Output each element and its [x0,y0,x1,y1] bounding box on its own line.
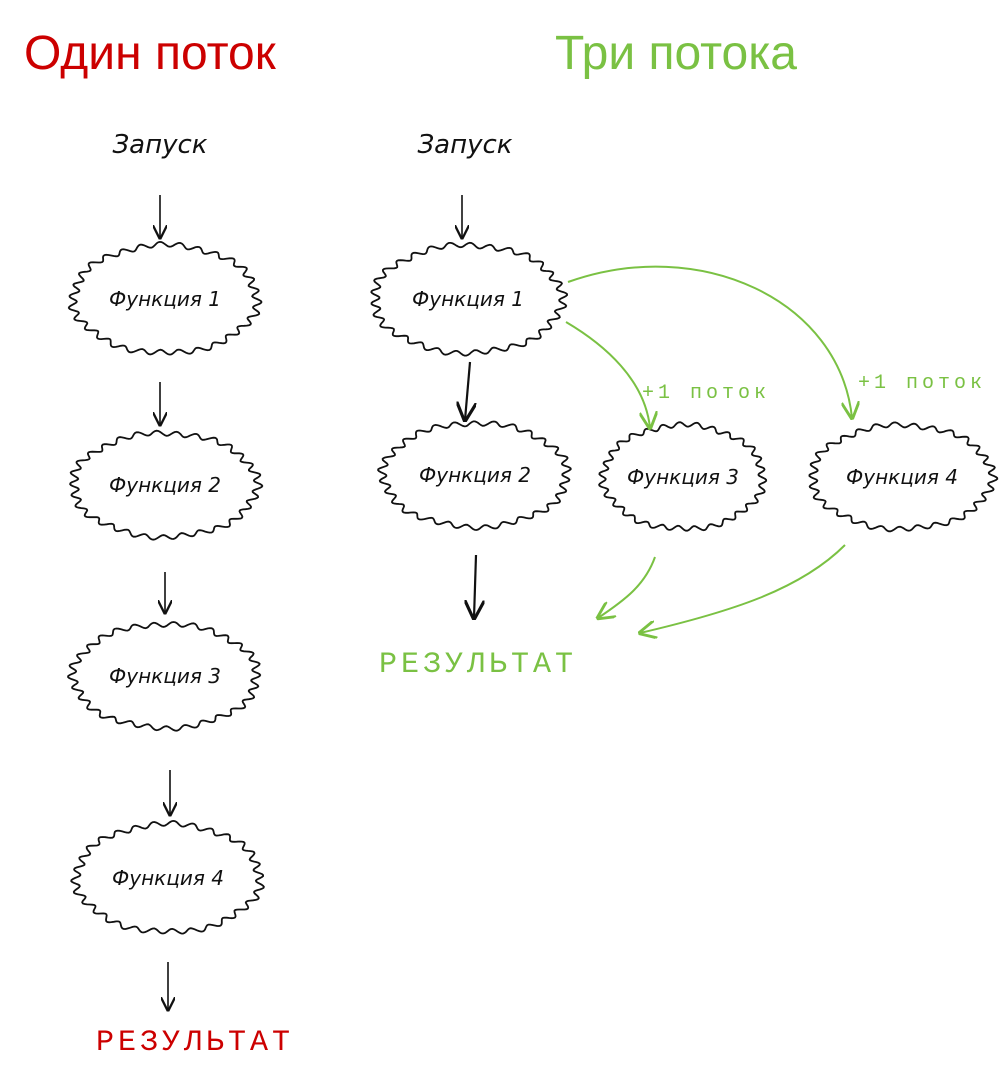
multi-result-label: РЕЗУЛЬТАТ [379,648,577,682]
multi-function-4-label: Функция 4 [846,465,958,489]
thread-arrow-f1-f4 [567,265,852,418]
single-result-label: РЕЗУЛЬТАТ [96,1026,294,1060]
multi-function-4-node: Функция 4 [808,421,999,533]
single-function-1-label: Функция 1 [109,287,221,311]
thread-label-1: +1 поток [642,382,770,405]
single-start-label: Запуск [113,130,208,160]
single-function-2-label: Функция 2 [109,473,221,497]
single-function-3-label: Функция 3 [109,664,221,688]
three-threads-title: Три потока [555,27,797,80]
multi-arrow-f2-result [474,554,476,618]
multi-function-2-label: Функция 2 [419,463,531,487]
single-function-4-label: Функция 4 [112,866,224,890]
thread-label-2: +1 поток [858,372,986,395]
thread-arrow-f4-result [640,544,846,633]
single-function-3-node: Функция 3 [67,621,262,732]
multi-function-3-label: Функция 3 [627,465,739,489]
multi-arrow-f1-f2 [465,361,470,420]
single-thread-title: Один поток [24,27,276,80]
multi-start-label: Запуск [418,130,513,160]
thread-arrow-f1-f3 [565,321,650,428]
single-function-1-node: Функция 1 [67,240,263,356]
multi-function-2-node: Функция 2 [377,420,572,531]
single-function-4-node: Функция 4 [70,819,265,935]
single-function-2-node: Функция 2 [69,429,264,541]
multi-function-1-label: Функция 1 [412,287,524,311]
thread-arrow-f3-result [598,556,656,618]
multi-function-3-node: Функция 3 [598,421,768,532]
multi-function-1-node: Функция 1 [370,241,569,357]
